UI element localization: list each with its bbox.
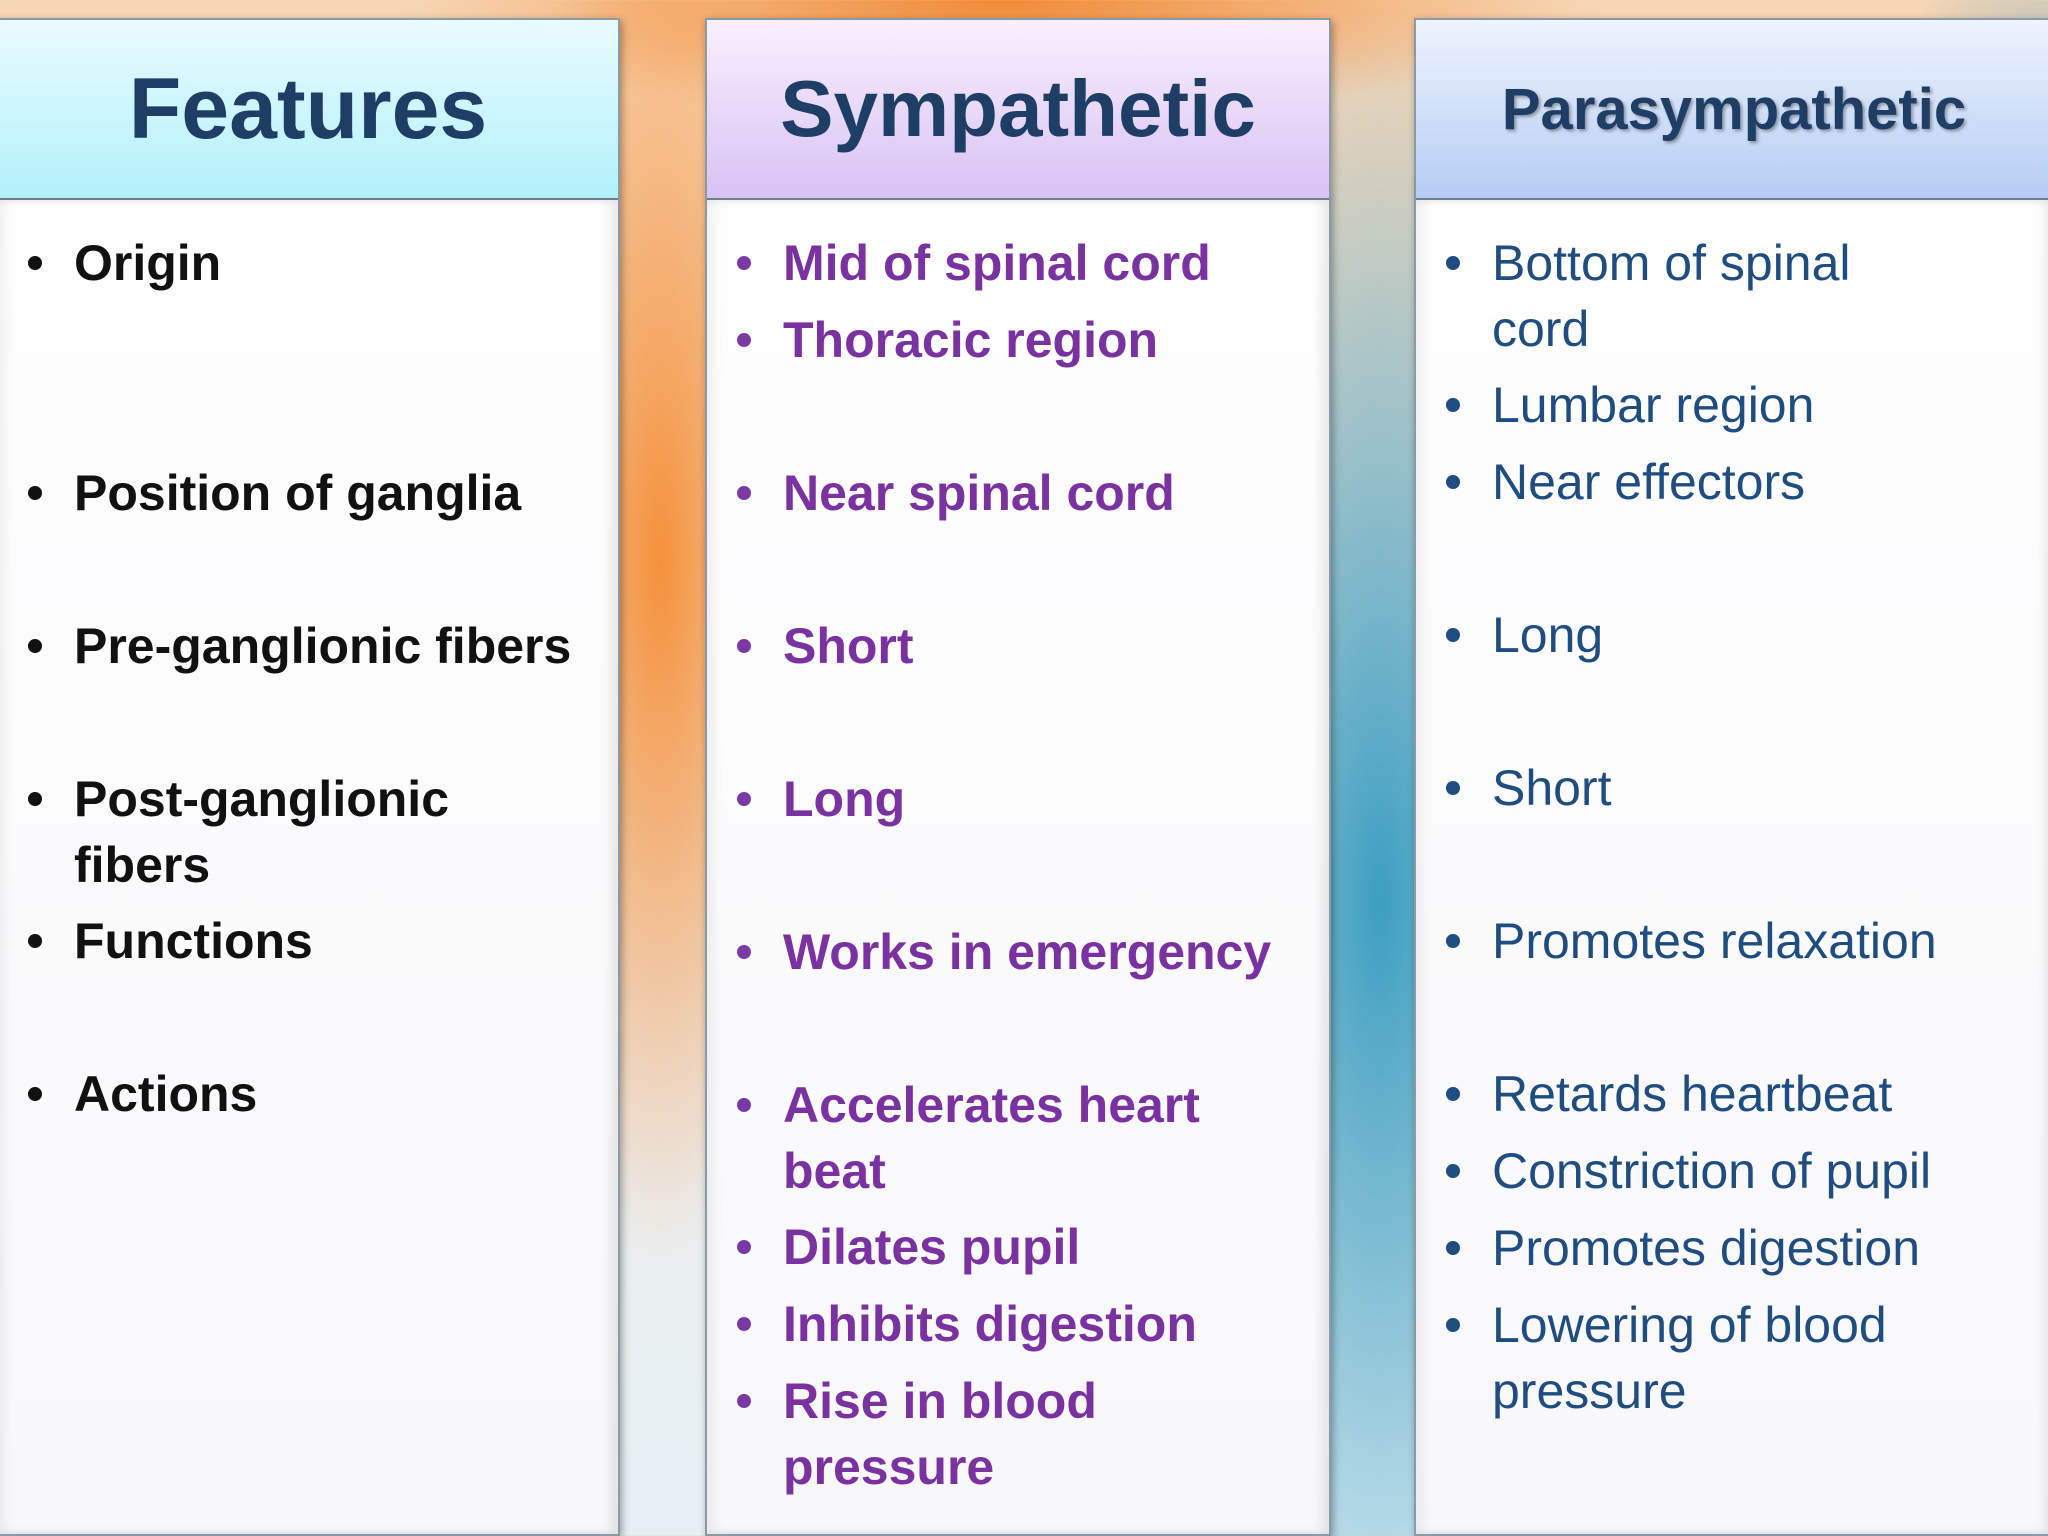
bullet-icon xyxy=(737,639,751,653)
sympathetic-column: Sympathetic Mid of spinal cord Thoracic … xyxy=(705,18,1331,1536)
list-item: Thoracic region xyxy=(707,307,1329,373)
list-item: Inhibits digestion xyxy=(707,1291,1329,1357)
bullet-icon xyxy=(737,333,751,347)
features-header: Features xyxy=(0,20,618,200)
list-item: Position of ganglia xyxy=(0,460,618,526)
bullet-icon xyxy=(737,1394,751,1408)
bullet-icon xyxy=(1446,1087,1460,1101)
features-list: Origin Position of ganglia Pre-ganglioni… xyxy=(0,200,618,1534)
bullet-icon xyxy=(737,792,751,806)
list-item: Actions xyxy=(0,1061,618,1127)
bullet-icon xyxy=(1446,256,1460,270)
list-item: Long xyxy=(707,766,1329,832)
bullet-icon xyxy=(28,792,42,806)
list-item: Retards heartbeat xyxy=(1416,1061,2048,1127)
sympathetic-title: Sympathetic xyxy=(780,64,1256,153)
bullet-icon xyxy=(1446,398,1460,412)
list-item: Short xyxy=(707,613,1329,679)
bullet-icon xyxy=(737,486,751,500)
list-item: Works in emergency xyxy=(707,919,1329,985)
list-item: Dilates pupil xyxy=(707,1214,1329,1280)
bullet-icon xyxy=(1446,1318,1460,1332)
list-item: Long xyxy=(1416,602,2048,668)
list-item: Accelerates heart beat xyxy=(707,1072,1329,1204)
bullet-icon xyxy=(737,1098,751,1112)
bullet-icon xyxy=(28,1087,42,1101)
list-item: Constriction of pupil xyxy=(1416,1138,2048,1204)
bullet-icon xyxy=(737,256,751,270)
list-item: Lowering of blood pressure xyxy=(1416,1292,2048,1424)
list-item: Bottom of spinal cord xyxy=(1416,230,2048,362)
bullet-icon xyxy=(737,945,751,959)
parasympathetic-list: Bottom of spinal cord Lumbar region Near… xyxy=(1416,200,2048,1534)
list-item: Near effectors xyxy=(1416,449,2048,515)
list-item: Promotes relaxation xyxy=(1416,908,2048,974)
features-column: Features Origin Position of ganglia Pre-… xyxy=(0,18,620,1536)
list-item: Promotes digestion xyxy=(1416,1215,2048,1281)
list-item: Functions xyxy=(0,908,618,974)
list-item: Post-ganglionic fibers xyxy=(0,766,618,898)
bullet-icon xyxy=(1446,934,1460,948)
bullet-icon xyxy=(28,934,42,948)
list-item: Pre-ganglionic fibers xyxy=(0,613,618,679)
parasympathetic-column: Parasympathetic Bottom of spinal cord Lu… xyxy=(1414,18,2048,1536)
sympathetic-list: Mid of spinal cord Thoracic region Near … xyxy=(707,200,1329,1534)
bullet-icon xyxy=(28,486,42,500)
bullet-icon xyxy=(28,256,42,270)
parasympathetic-title: Parasympathetic xyxy=(1501,76,1967,142)
bullet-icon xyxy=(1446,781,1460,795)
bullet-icon xyxy=(28,639,42,653)
bullet-icon xyxy=(1446,1164,1460,1178)
sympathetic-header: Sympathetic xyxy=(707,20,1329,200)
bullet-icon xyxy=(1446,1241,1460,1255)
list-item: Short xyxy=(1416,755,2048,821)
features-title: Features xyxy=(128,60,488,157)
bullet-icon xyxy=(1446,475,1460,489)
list-item: Near spinal cord xyxy=(707,460,1329,526)
list-item: Origin xyxy=(0,230,618,296)
parasympathetic-header: Parasympathetic xyxy=(1416,20,2048,200)
bullet-icon xyxy=(737,1240,751,1254)
list-item: Lumbar region xyxy=(1416,372,2048,438)
bullet-icon xyxy=(737,1317,751,1331)
bullet-icon xyxy=(1446,628,1460,642)
list-item: Mid of spinal cord xyxy=(707,230,1329,296)
list-item: Rise in blood pressure xyxy=(707,1368,1329,1500)
